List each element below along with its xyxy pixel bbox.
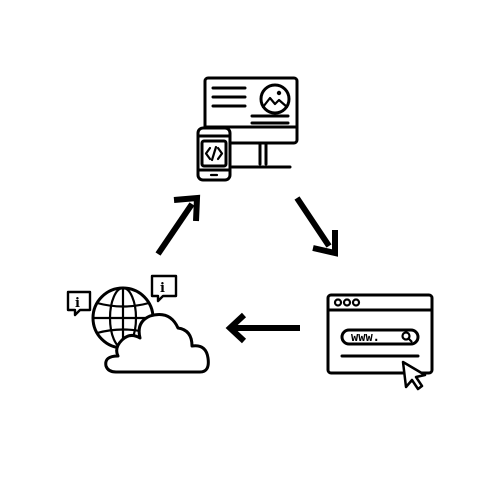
info-badge-right: i	[160, 281, 165, 296]
cloud-globe-icon: i i	[60, 270, 215, 380]
info-badge-left: i	[75, 296, 80, 311]
arrow-workstation-to-browser	[285, 190, 345, 260]
browser-window-icon: www.	[322, 290, 437, 391]
arrow-browser-to-cloud	[222, 310, 304, 346]
url-text: www.	[351, 330, 380, 344]
desktop-with-mobile-code-icon	[190, 72, 305, 184]
arrow-cloud-to-workstation	[150, 190, 208, 260]
